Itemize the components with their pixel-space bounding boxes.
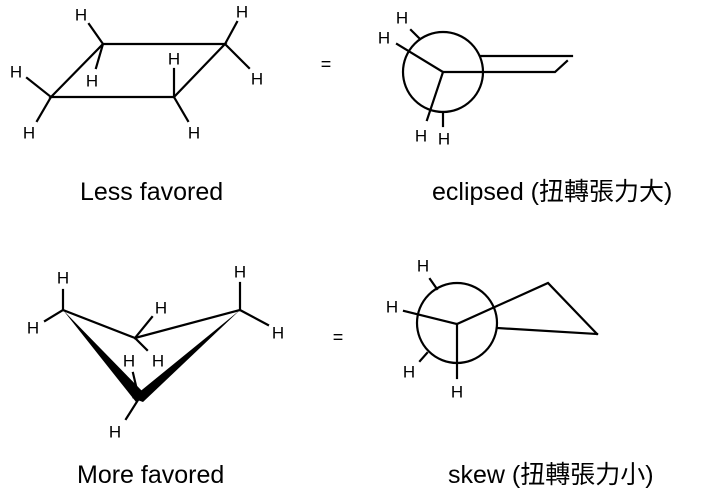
front-ring-bond <box>455 281 599 336</box>
hydrogen-label: H <box>386 298 398 317</box>
hydrogen-label: H <box>378 29 390 48</box>
hydrogen-label: H <box>396 9 408 28</box>
front-bond <box>425 70 445 122</box>
hydrogen-label: H <box>451 383 463 402</box>
ch-bond <box>131 371 139 392</box>
ring-bond <box>133 308 242 340</box>
hydrogen-label: H <box>109 423 121 442</box>
hydrogen-label: H <box>75 6 87 25</box>
hydrogen-label: H <box>236 3 248 22</box>
ring-bonds <box>48 42 228 99</box>
back-bond <box>428 277 439 291</box>
hydrogen-label: H <box>251 70 263 89</box>
wedge-bond <box>132 310 240 402</box>
planar-cyclobutane: H H H H H H H H <box>10 3 263 143</box>
front-bond <box>402 309 459 326</box>
ch-bond <box>238 308 270 327</box>
ch-bond <box>133 315 154 340</box>
equals-sign: = <box>321 54 332 74</box>
ch-bond <box>94 42 105 70</box>
equals-sign: = <box>333 327 344 347</box>
hydrogen-label: H <box>403 363 415 382</box>
ch-bond <box>223 20 239 46</box>
ch-bond <box>35 95 53 123</box>
front-ring-bond <box>441 59 569 74</box>
front-bond <box>395 42 445 74</box>
hydrogen-label: H <box>27 319 39 338</box>
ch-bond <box>43 308 65 323</box>
back-bond <box>418 351 429 363</box>
puckered-cyclobutane: H H H H H H H H <box>27 263 284 442</box>
caption-more-favored: More favored <box>77 461 224 489</box>
hydrogen-label: H <box>168 50 180 69</box>
ch-bond <box>223 42 251 70</box>
caption-skew: skew (扭轉張力小) <box>448 461 654 489</box>
hydrogen-label: H <box>188 124 200 143</box>
hydrogen-label: H <box>10 63 22 82</box>
newman-skew: H H H H <box>386 257 599 402</box>
ch-bond <box>172 95 190 123</box>
back-ring-bond <box>495 326 599 336</box>
ch-bond <box>133 336 149 352</box>
hydrogen-label: H <box>438 130 450 149</box>
hydrogen-label: H <box>86 72 98 91</box>
hydrogen-label: H <box>155 299 167 318</box>
hydrogen-label: H <box>417 257 429 276</box>
hydrogen-label: H <box>57 269 69 288</box>
caption-less-favored: Less favored <box>80 178 223 206</box>
hydrogen-label: H <box>234 263 246 282</box>
ch-bond <box>87 22 105 46</box>
newman-eclipsed: H H H H <box>378 9 574 149</box>
back-bond <box>409 28 421 40</box>
ch-bond <box>124 398 140 421</box>
hydrogen-label: H <box>272 324 284 343</box>
hydrogen-label: H <box>152 352 164 371</box>
ch-bond <box>25 76 53 99</box>
hydrogen-label: H <box>23 124 35 143</box>
hydrogen-label: H <box>123 352 135 371</box>
hydrogen-label: H <box>415 127 427 146</box>
ring-bond <box>61 308 137 340</box>
wedge-bond <box>63 310 144 402</box>
caption-eclipsed: eclipsed (扭轉張力大) <box>432 178 672 206</box>
